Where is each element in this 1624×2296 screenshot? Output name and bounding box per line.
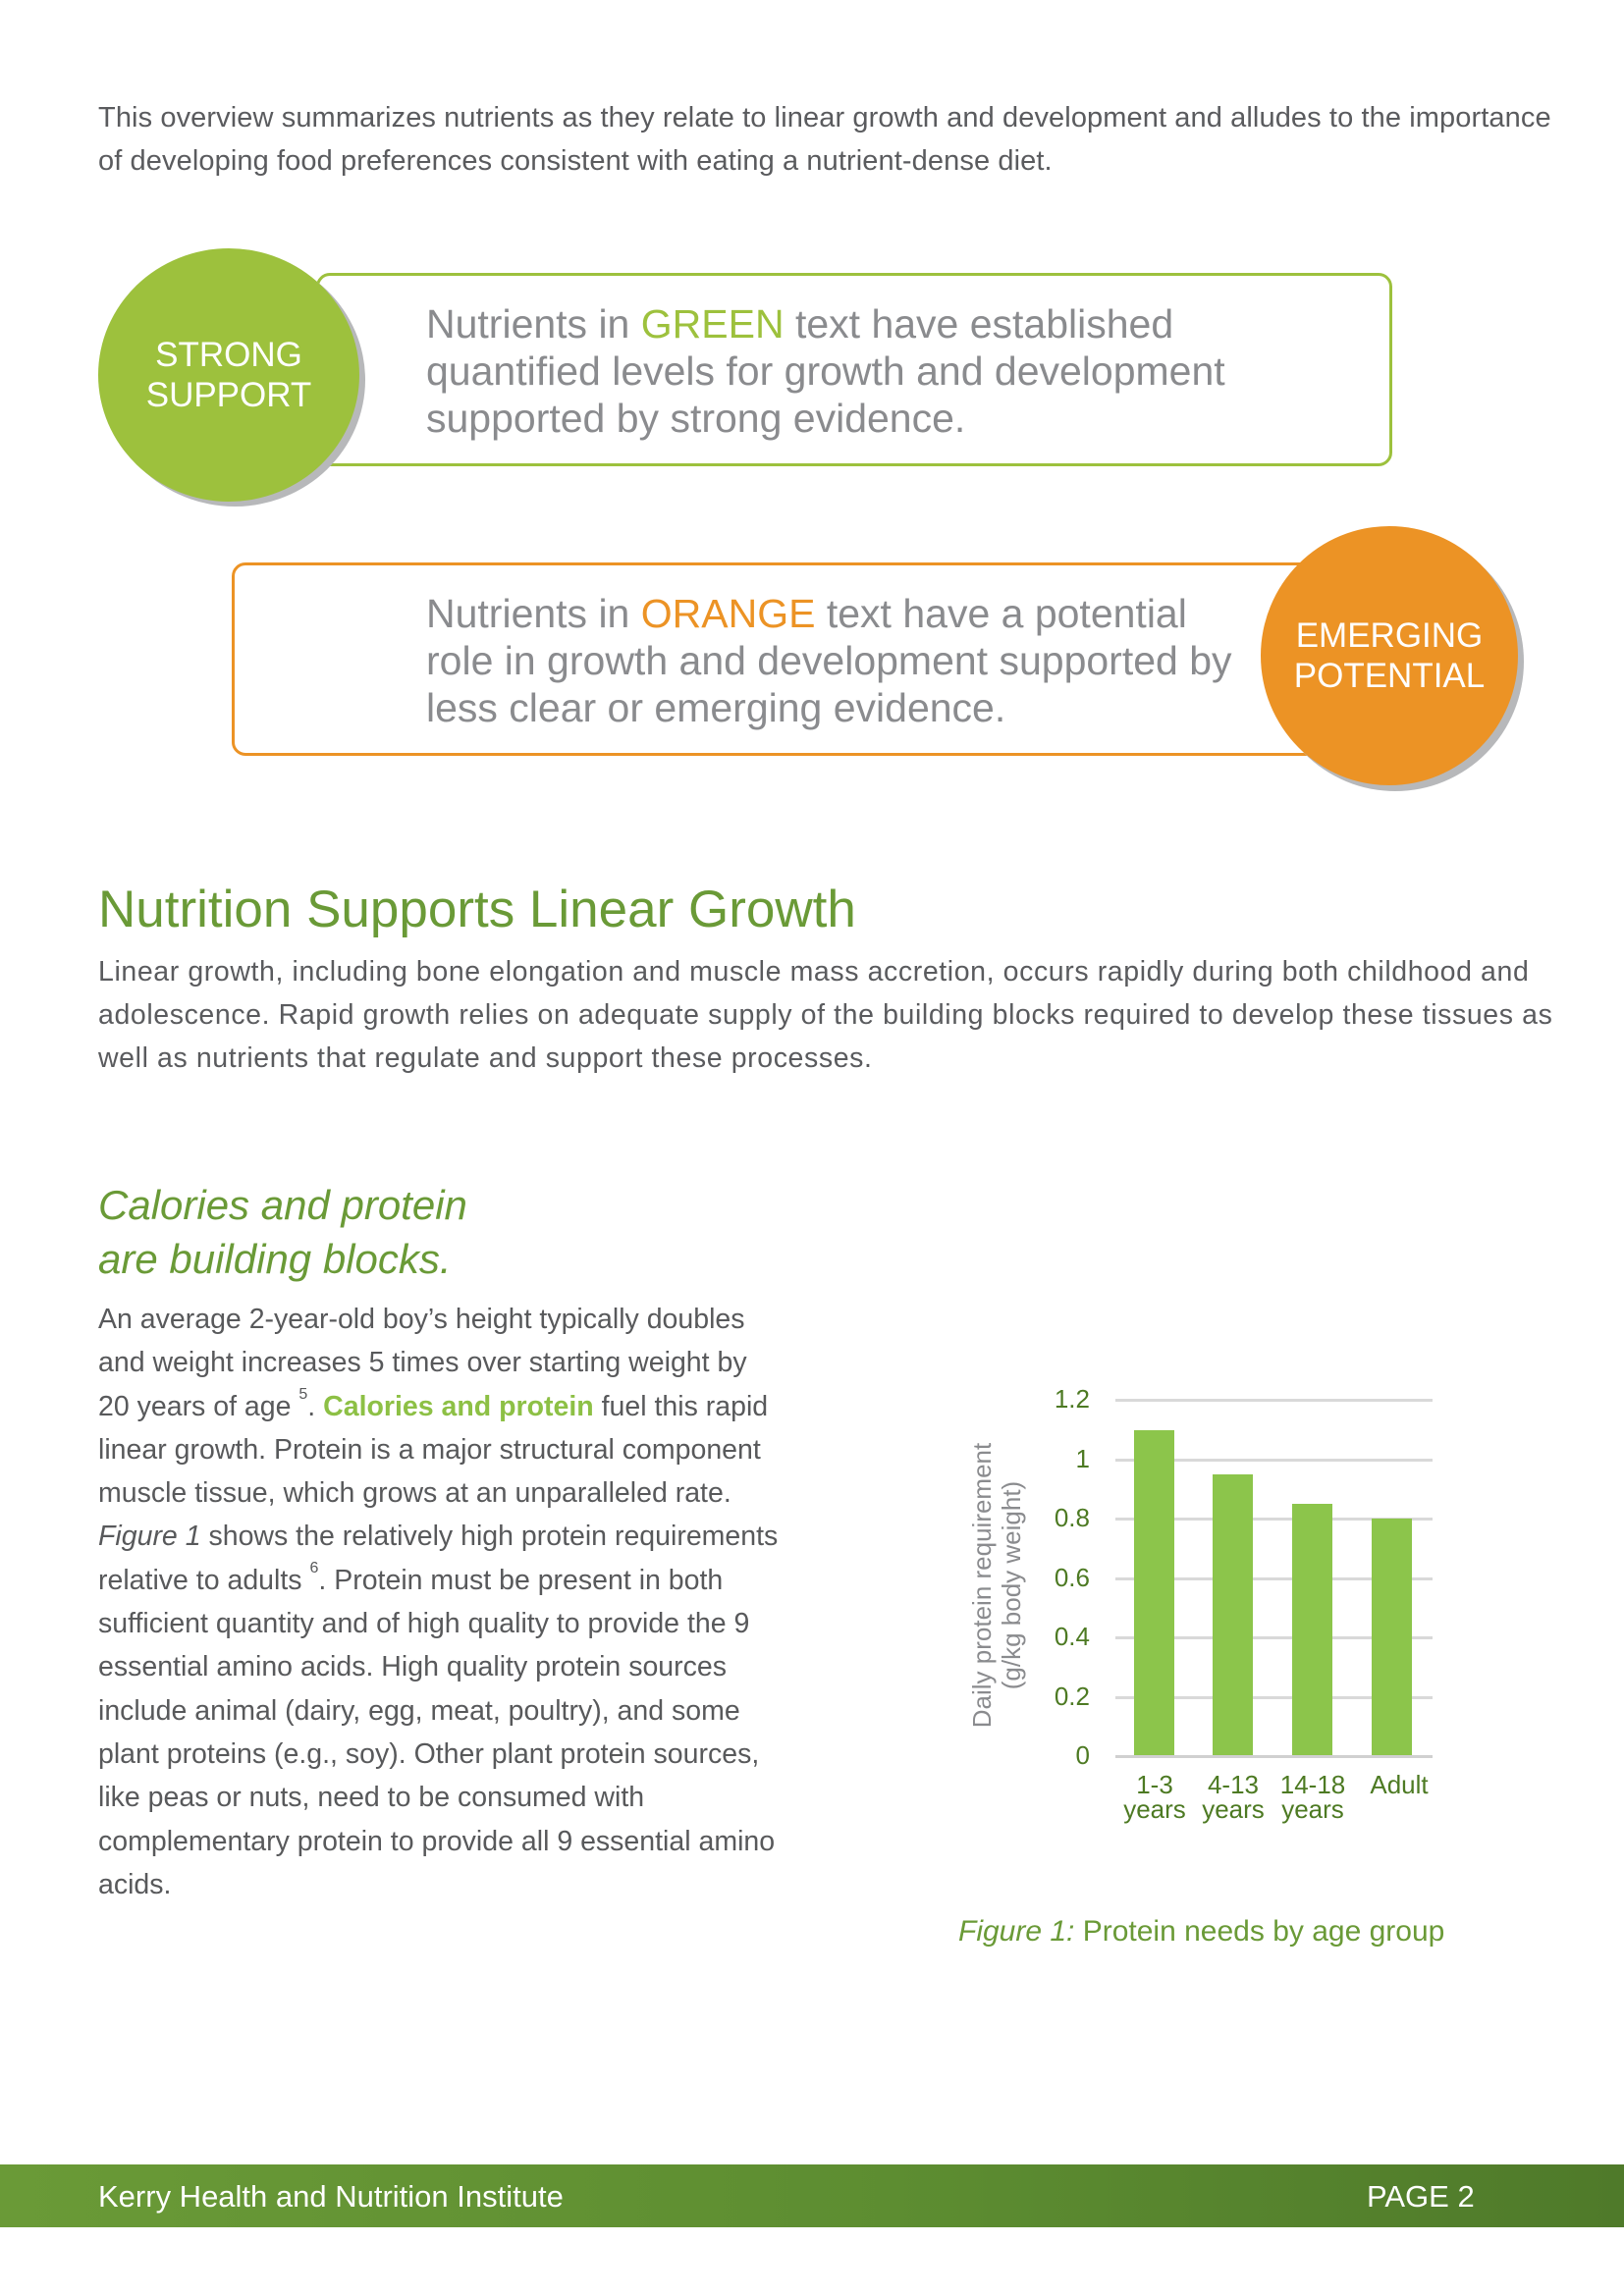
bar-1-3-years [1134, 1429, 1174, 1756]
subsection-title: Calories and protein are building blocks… [98, 1182, 467, 1282]
page-number: PAGE 2 [1367, 2179, 1475, 2214]
orange-keyword: ORANGE [640, 591, 816, 636]
gridline [1115, 1636, 1433, 1639]
gridline [1115, 1577, 1433, 1580]
gridline [1115, 1696, 1433, 1699]
x-label: 4-13 years [1202, 1770, 1265, 1824]
footer-organization: Kerry Health and Nutrition Institute [98, 2179, 564, 2214]
emerging-potential-badge: EMERGING POTENTIAL [1261, 526, 1518, 785]
bar-4-13-years [1213, 1474, 1253, 1756]
bar-14-18-years [1292, 1504, 1332, 1756]
y-tick: 1.2 [1054, 1384, 1090, 1414]
subsection-body: An average 2-year-old boy’s height typic… [98, 1304, 779, 1900]
section-title: Nutrition Supports Linear Growth [98, 881, 856, 938]
x-axis-line [1115, 1755, 1433, 1758]
y-tick: 0 [1075, 1740, 1090, 1770]
y-tick: 0.2 [1054, 1682, 1090, 1711]
emerging-potential-description: Nutrients in ORANGE text have a potentia… [426, 591, 1232, 730]
strong-support-box [316, 273, 1392, 466]
x-label: 1-3 years [1123, 1770, 1186, 1824]
section-body: Linear growth, including bone elongation… [98, 956, 1553, 1074]
reference-6: 6 [309, 1559, 319, 1576]
emerging-potential-box [232, 562, 1322, 756]
figure-caption: Figure 1: Protein needs by age group [958, 1915, 1445, 1948]
x-label: Adult [1370, 1770, 1429, 1799]
intro-paragraph: This overview summarizes nutrients as th… [98, 102, 1551, 177]
y-tick: 1 [1075, 1444, 1090, 1473]
gridline [1115, 1518, 1433, 1521]
y-tick: 0.8 [1054, 1503, 1090, 1532]
y-tick: 0.4 [1054, 1622, 1090, 1651]
calories-protein-highlight: Calories and protein [323, 1390, 594, 1422]
x-label: 14-18 years [1279, 1770, 1346, 1824]
y-tick: 0.6 [1054, 1563, 1090, 1592]
reference-5: 5 [298, 1385, 308, 1403]
y-axis-title: Daily protein requirement (g/kg body wei… [967, 1442, 1026, 1729]
strong-support-description: Nutrients in GREEN text have established… [426, 301, 1225, 441]
footer-band [0, 2164, 1624, 2227]
gridline [1115, 1459, 1433, 1462]
bar-adult [1372, 1519, 1412, 1756]
green-keyword: GREEN [640, 301, 785, 347]
figure-reference: Figure 1 [98, 1521, 201, 1553]
strong-support-badge: STRONG SUPPORT [98, 248, 359, 502]
gridline [1115, 1399, 1433, 1402]
